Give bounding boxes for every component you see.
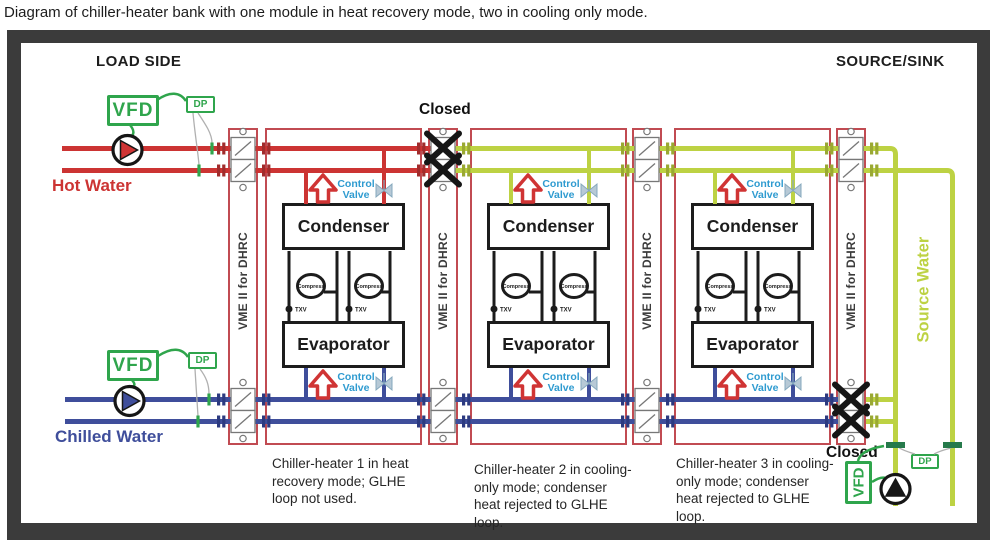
condenser-label: Condenser <box>706 216 799 236</box>
vme-column-1: VME II for DHRC <box>228 128 258 445</box>
vme-column-label: VME II for DHRC <box>236 232 250 330</box>
module-3-caption: Chiller-heater 3 in cooling-only mode; c… <box>676 456 834 524</box>
condenser-box: Condenser <box>487 203 610 250</box>
vfd-box-chilled: VFD <box>107 350 159 381</box>
vme-column-label: VME II for DHRC <box>436 232 450 330</box>
closed-label-top: Closed <box>419 101 471 118</box>
vme-column-3: VME II for DHRC <box>632 128 662 445</box>
evaporator-box: Evaporator <box>282 321 405 368</box>
vfd-label: VFD <box>850 467 867 498</box>
chiller-heater-1-module: Condenser Evaporator Control Valve Contr… <box>265 128 422 445</box>
condenser-box: Condenser <box>282 203 405 250</box>
control-valve-label: Control Valve <box>337 178 375 201</box>
dp-label: DP <box>195 355 210 366</box>
evaporator-label: Evaporator <box>297 334 390 354</box>
source-sink-label: SOURCE/SINK <box>836 53 945 70</box>
evaporator-label: Evaporator <box>706 334 799 354</box>
chiller-heater-3-module: Condenser Evaporator Control Valve Contr… <box>674 128 831 445</box>
vfd-box-hot: VFD <box>107 95 159 126</box>
control-valve-label: Control Valve <box>542 371 580 394</box>
vme-column-label: VME II for DHRC <box>640 232 654 330</box>
dp-label: DP <box>918 456 932 467</box>
load-side-label: LOAD SIDE <box>96 53 182 70</box>
dp-box-source: DP <box>911 454 939 469</box>
condenser-label: Condenser <box>502 216 595 236</box>
vme-column-2: VME II for DHRC <box>428 128 458 445</box>
dp-box-hot: DP <box>186 96 215 113</box>
evaporator-box: Evaporator <box>487 321 610 368</box>
hot-water-label: Hot Water <box>52 176 132 195</box>
control-valve-label: Control Valve <box>746 371 784 394</box>
source-water-label: Source Water <box>914 236 933 343</box>
chilled-water-label: Chilled Water <box>55 427 163 446</box>
vfd-box-source: VFD <box>845 461 872 504</box>
condenser-label: Condenser <box>297 216 390 236</box>
module-1-caption: Chiller-heater 1 in heat recovery mode; … <box>272 456 409 506</box>
module-2-caption: Chiller-heater 2 in cooling-only mode; c… <box>474 462 632 530</box>
chiller-heater-2-module: Condenser Evaporator Control Valve Contr… <box>470 128 627 445</box>
control-valve-label: Control Valve <box>542 178 580 201</box>
control-valve-label: Control Valve <box>746 178 784 201</box>
evaporator-box: Evaporator <box>691 321 814 368</box>
page-title: Diagram of chiller-heater bank with one … <box>4 4 648 21</box>
evaporator-label: Evaporator <box>502 334 595 354</box>
vme-column-4: VME II for DHRC <box>836 128 866 445</box>
dp-label: DP <box>193 99 208 110</box>
vfd-label: VFD <box>112 354 154 376</box>
vme-column-label: VME II for DHRC <box>844 232 858 330</box>
vfd-label: VFD <box>112 99 154 121</box>
control-valve-label: Control Valve <box>337 371 375 394</box>
condenser-box: Condenser <box>691 203 814 250</box>
dp-box-chilled: DP <box>188 352 217 369</box>
